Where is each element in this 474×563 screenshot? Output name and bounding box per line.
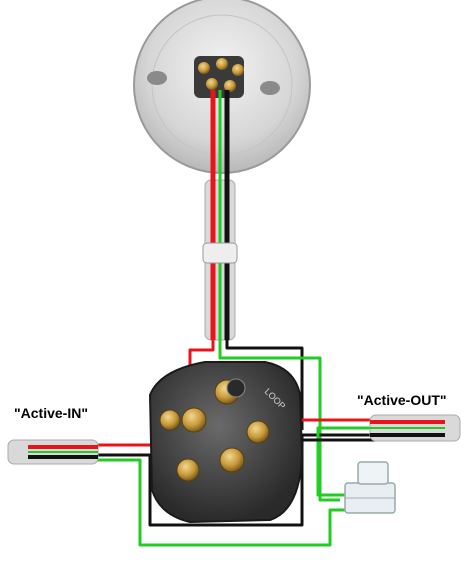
active-out-cable (369, 414, 461, 442)
active-in-cable (7, 439, 99, 465)
plug-base: LOOP (148, 361, 304, 524)
latch-dial (226, 378, 246, 398)
mounting-slot-left (147, 71, 167, 85)
cable-tie (202, 242, 238, 264)
rose-drop-cable (202, 90, 238, 341)
active-out-label: "Active-OUT" (357, 392, 447, 408)
active-in-label: "Active-IN" (14, 405, 88, 421)
mounting-slot-right (260, 81, 280, 95)
ceiling-rose (133, 0, 311, 174)
terminal-1 (181, 407, 207, 433)
terminal-5 (176, 458, 200, 482)
earth-connector-block (344, 461, 396, 514)
terminal-3 (159, 409, 181, 431)
loop-terminal (246, 420, 270, 444)
terminal-4 (219, 447, 245, 473)
